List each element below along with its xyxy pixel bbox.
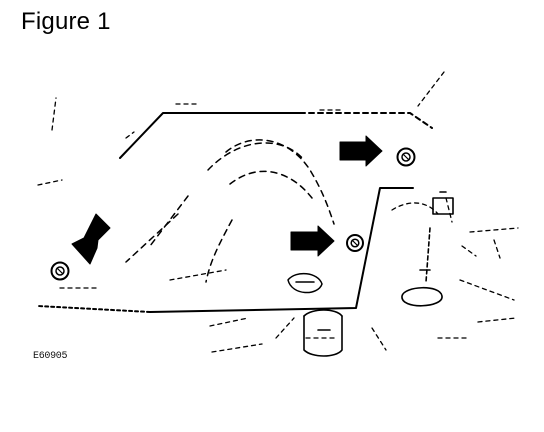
arrow-icon	[339, 135, 383, 167]
sketch-details	[37, 71, 519, 353]
fluid-reservoir	[401, 191, 454, 307]
hose-clamp	[287, 272, 323, 294]
bolt-icon	[50, 261, 70, 281]
filter-canister	[303, 309, 343, 357]
arrow-icon	[71, 213, 111, 265]
reference-code: E60905	[33, 351, 68, 362]
bolt-icon	[396, 147, 416, 167]
figure-title: Figure 1	[21, 8, 111, 35]
hose-outline	[125, 139, 335, 283]
bolt-icon	[346, 234, 364, 252]
cover-panel	[37, 112, 433, 313]
arrow-icon	[290, 225, 335, 257]
